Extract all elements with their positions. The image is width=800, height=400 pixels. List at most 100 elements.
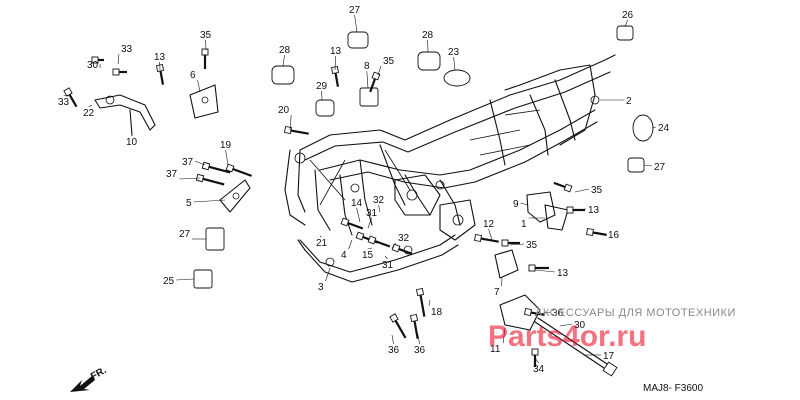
callout-8: 8 [364,61,370,72]
callout-33b: 33 [58,97,70,108]
leader-line-c13d [571,208,587,211]
callout-23: 23 [448,47,460,58]
callout-36a: 36 [388,345,400,356]
bolt-16 [528,264,549,272]
callout-9: 9 [513,199,519,210]
leader-line-c6 [197,79,201,93]
callout-3: 3 [318,282,324,293]
callout-27a: 27 [349,5,361,16]
bolt-9 [284,126,309,135]
bolt-3 [201,48,209,69]
leader-line-c3 [325,267,331,282]
bolt-26 [112,68,127,76]
callout-29: 29 [316,81,328,92]
callout-7: 7 [494,287,500,298]
watermark-brand: Parts4or.ru [488,320,646,353]
leader-line-c36c [534,311,551,316]
bolt-1 [63,87,78,108]
callout-11: 11 [490,344,501,355]
leader-line-c35b [377,65,382,76]
callout-26: 26 [622,10,634,21]
bolt-8 [225,163,252,177]
leader-line-c37b [179,177,201,180]
leader-line-c9 [520,202,529,206]
leader-line-c36b [417,334,420,345]
callout-35d: 35 [526,240,538,251]
leader-line-c33a [117,53,120,65]
bolt-22 [410,314,419,339]
loose-parts [94,25,654,377]
leader-line-c4 [348,239,353,250]
callout-1: 1 [521,219,527,230]
callout-37a: 37 [182,157,194,168]
leader-line-c36a [391,334,394,345]
front-direction-label: FR. [89,365,109,383]
leader-line-c16 [594,231,607,235]
callout-4: 4 [341,250,347,261]
leader-line-c27c [643,164,653,167]
callout-32a: 32 [373,195,385,206]
callout-12: 12 [483,219,495,230]
callout-13c: 13 [557,268,569,279]
callout-27b: 27 [179,229,191,240]
leader-line-c18 [428,299,431,307]
bolt-21 [389,313,407,339]
leader-line-c33b [63,94,69,97]
leader-line-c37a [195,160,206,166]
callout-35c: 35 [591,185,603,196]
leader-line-c32b [391,242,397,249]
front-direction-indicator: FR. [70,365,109,392]
leader-line-c13b [334,55,336,71]
leader-line-c21 [319,235,322,238]
leader-line-c26 [624,19,628,28]
callout-32b: 32 [398,233,410,244]
callout-22: 22 [83,108,95,119]
callout-30a: 30 [87,60,99,71]
leader-line-c31b [384,255,388,260]
leader-line-c8 [366,70,369,89]
bolt-7 [195,173,225,186]
callout-28a: 28 [279,45,291,56]
bolt-17 [553,181,573,193]
callout-31b: 31 [382,260,394,271]
leader-line-c5 [193,199,226,203]
leader-line-c28a [282,54,285,67]
main-frame [284,54,616,283]
leader-line-c14 [356,207,361,223]
leader-line-c24 [651,126,657,129]
callout-13b: 13 [330,46,342,57]
leader-line-c20 [289,114,292,131]
bolt-24 [531,348,539,367]
leader-line-c27a [354,14,358,33]
callout-36c: 36 [552,308,564,319]
callout-2: 2 [626,96,632,107]
leader-line-c12 [488,228,493,241]
callout-28b: 28 [422,30,434,41]
bolt-20 [416,288,426,317]
callout-25: 25 [163,276,175,287]
leader-line-c13c [534,269,556,273]
callout-5: 5 [186,198,192,209]
bolt-15 [501,239,520,247]
bolt-12 [367,235,391,248]
callout-17: 17 [603,351,615,362]
watermark: АКСЕССУАРЫ ДЛЯ МОТОТЕХНИКИ Parts4or.ru [488,307,735,353]
callout-15: 15 [362,250,374,261]
bolt-14 [474,234,499,243]
leader-line-c35d [509,243,525,246]
callout-13a: 13 [154,52,166,63]
bolt-23 [524,308,545,317]
callout-20: 20 [278,105,290,116]
leader-line-c34 [534,357,539,364]
bolt-4 [331,66,340,87]
leader-line-c32a [378,204,381,213]
bolt-6 [201,161,231,174]
callout-35b: 35 [383,56,395,67]
leader-line-c15 [367,247,373,250]
bolt-5 [369,71,381,93]
leader-line-c25 [176,278,195,281]
bolts [63,48,607,367]
leader-line-c22 [88,104,93,108]
